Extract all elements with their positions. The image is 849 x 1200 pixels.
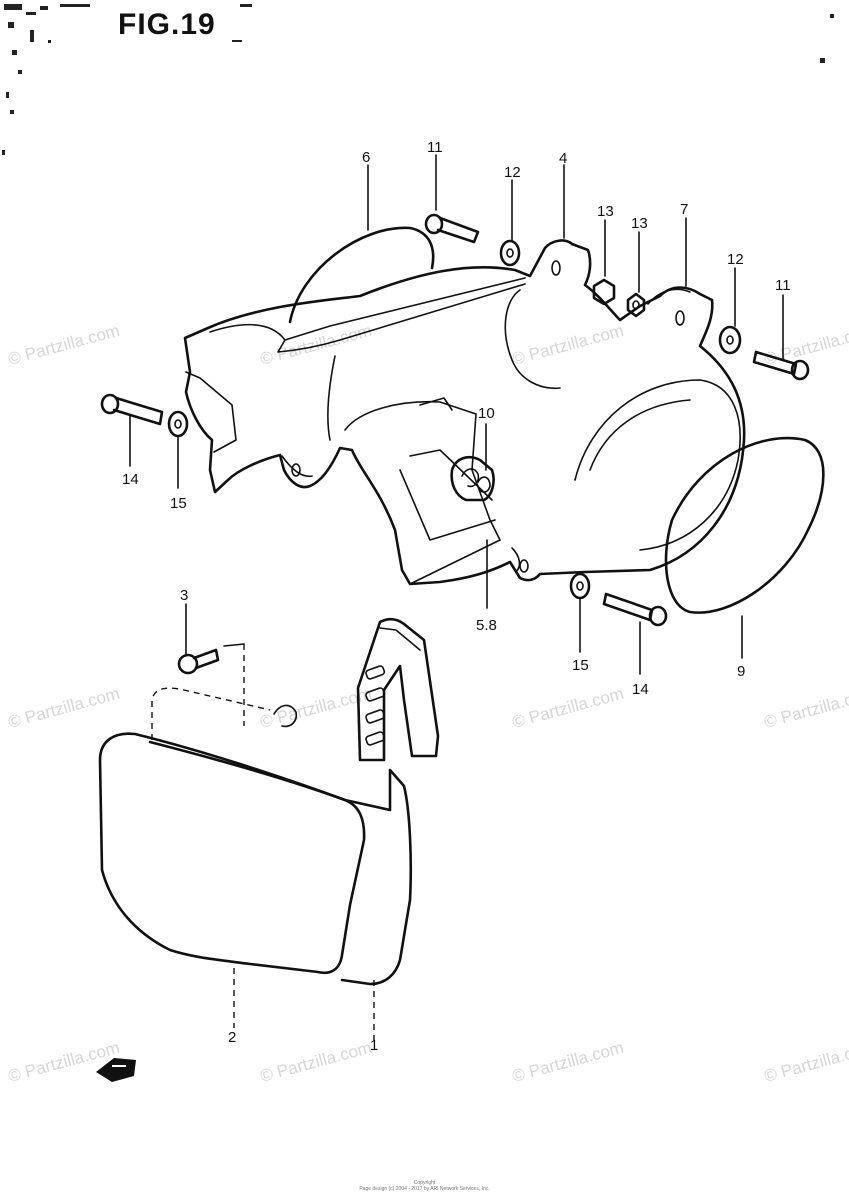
watermark: © Partzilla.com (258, 684, 374, 732)
watermark: © Partzilla.com (762, 321, 849, 369)
watermark: © Partzilla.com (6, 321, 122, 369)
plate-clip (273, 704, 298, 728)
number-plate-part-2 (98, 732, 366, 975)
scan-speckle (2, 4, 834, 155)
nut-part-13-a (592, 278, 616, 306)
front-arrow-icon (96, 1058, 136, 1082)
callout-label: 3 (180, 587, 188, 604)
callout-numbers: 6 11 12 4 13 13 7 12 11 14 15 10 5.8 15 … (122, 139, 791, 1054)
callout-label: 4 (559, 150, 567, 167)
washer-part-15-left (167, 410, 189, 438)
watermark: © Partzilla.com (258, 1038, 374, 1086)
callout-label: 11 (775, 277, 791, 294)
callout-label: 6 (362, 149, 370, 166)
callout-label: 9 (737, 663, 745, 680)
callout-label: 12 (504, 164, 521, 181)
callout-label: 14 (632, 681, 649, 698)
watermark: © Partzilla.com (510, 684, 626, 732)
gasket-part-6 (288, 226, 435, 324)
bolt-part-14-right (602, 592, 668, 627)
callout-label: 11 (427, 139, 443, 156)
callout-label: 1 (370, 1037, 378, 1054)
watermark: © Partzilla.com (762, 684, 849, 732)
plate-top-edge (148, 740, 413, 986)
callout-label: 13 (597, 203, 614, 220)
watermarks: © Partzilla.com © Partzilla.com © Partzi… (6, 321, 849, 1086)
washer-part-12-upper (499, 239, 521, 267)
washer-part-15-right (569, 572, 591, 600)
nut-part-13-b (626, 292, 646, 318)
ring-part-7 (647, 288, 691, 305)
headlight-housing-part-4 (183, 239, 746, 586)
callout-label: 7 (680, 201, 688, 218)
callout-label: 12 (727, 251, 744, 268)
plate-outline-hidden (151, 687, 271, 740)
emblem-part-10 (450, 456, 495, 502)
footer-page-design: Page design (c) 2004 - 2017 by ARI Netwo… (359, 1186, 490, 1192)
screw-part-3 (177, 648, 220, 675)
leader-lines (129, 154, 784, 1046)
callout-label: 13 (631, 215, 648, 232)
washer-part-12-right (718, 325, 742, 355)
watermark: © Partzilla.com (762, 1038, 849, 1086)
footer-copyright: Copyright (413, 1180, 436, 1186)
callout-label: 2 (228, 1029, 236, 1046)
watermark: © Partzilla.com (6, 1038, 122, 1086)
callout-label: 5.8 (476, 617, 497, 634)
callout-label: 15 (170, 495, 187, 512)
callout-label: 10 (478, 405, 495, 422)
figure-title: FIG.19 (118, 8, 216, 41)
callout-label: 14 (122, 471, 139, 488)
callout-label: 15 (572, 657, 589, 674)
bracket-part-1 (356, 617, 440, 762)
watermark: © Partzilla.com (510, 321, 626, 369)
bolt-part-14-left (100, 393, 164, 426)
rim-ring-part-9 (664, 436, 825, 614)
bolt-part-11-upper (424, 213, 480, 244)
watermark: © Partzilla.com (258, 321, 374, 369)
watermark: © Partzilla.com (6, 684, 122, 732)
watermark: © Partzilla.com (510, 1038, 626, 1086)
